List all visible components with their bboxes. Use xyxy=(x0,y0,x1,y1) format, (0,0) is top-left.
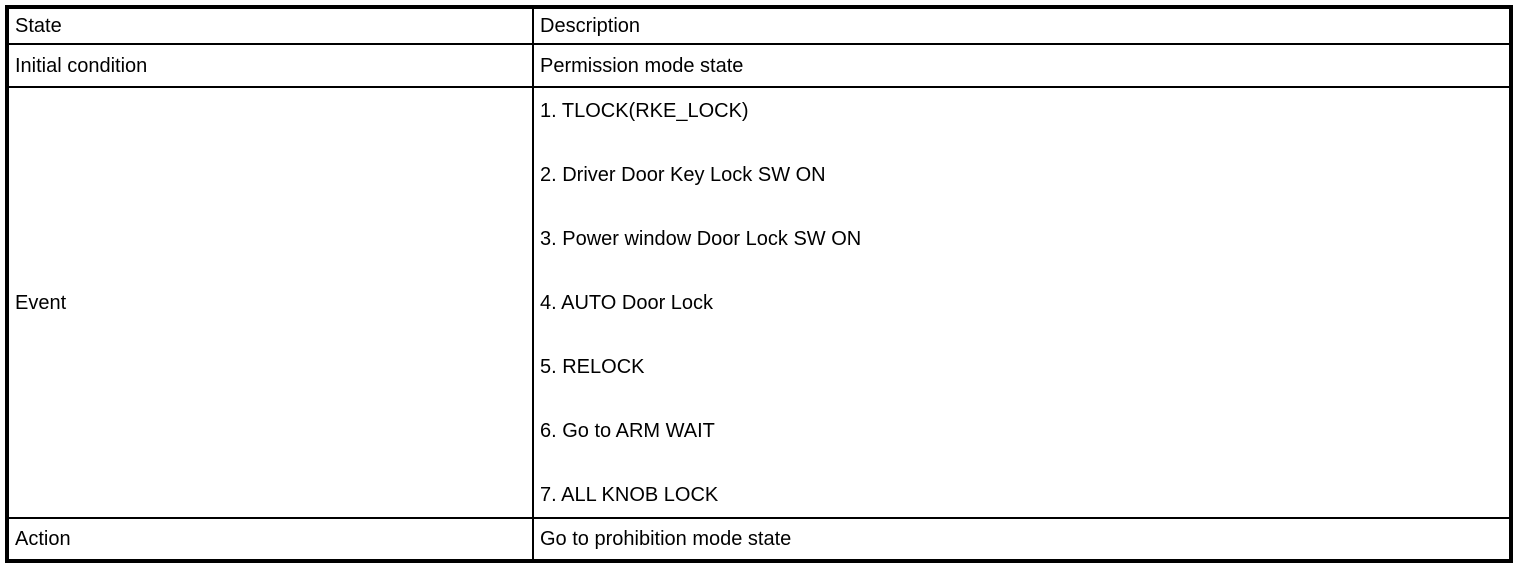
state-description-table: State Description Initial condition Perm… xyxy=(5,5,1513,563)
event-item-6: 6. Go to ARM WAIT xyxy=(540,419,715,442)
event-description-cell: 1. TLOCK(RKE_LOCK) 2. Driver Door Key Lo… xyxy=(532,86,1512,519)
event-item-2: 2. Driver Door Key Lock SW ON xyxy=(540,163,826,186)
table-header-row: State Description xyxy=(6,6,1512,45)
action-state-cell: Action xyxy=(6,517,534,562)
table-row-event: Event 1. TLOCK(RKE_LOCK) 2. Driver Door … xyxy=(6,86,1512,519)
event-item-7: 7. ALL KNOB LOCK xyxy=(540,483,719,506)
event-item-1: 1. TLOCK(RKE_LOCK) xyxy=(540,99,749,122)
event-item-3: 3. Power window Door Lock SW ON xyxy=(540,227,862,250)
initial-condition-description-cell: Permission mode state xyxy=(532,43,1512,88)
initial-condition-state-cell: Initial condition xyxy=(6,43,534,88)
column-header-description: Description xyxy=(532,6,1512,45)
event-item-5: 5. RELOCK xyxy=(540,355,645,378)
event-item-4: 4. AUTO Door Lock xyxy=(540,291,714,314)
table-row-initial-condition: Initial condition Permission mode state xyxy=(6,43,1512,88)
table-row-action: Action Go to prohibition mode state xyxy=(6,517,1512,562)
event-state-cell: Event xyxy=(6,86,534,519)
column-header-state: State xyxy=(6,6,534,45)
action-description-cell: Go to prohibition mode state xyxy=(532,517,1512,562)
